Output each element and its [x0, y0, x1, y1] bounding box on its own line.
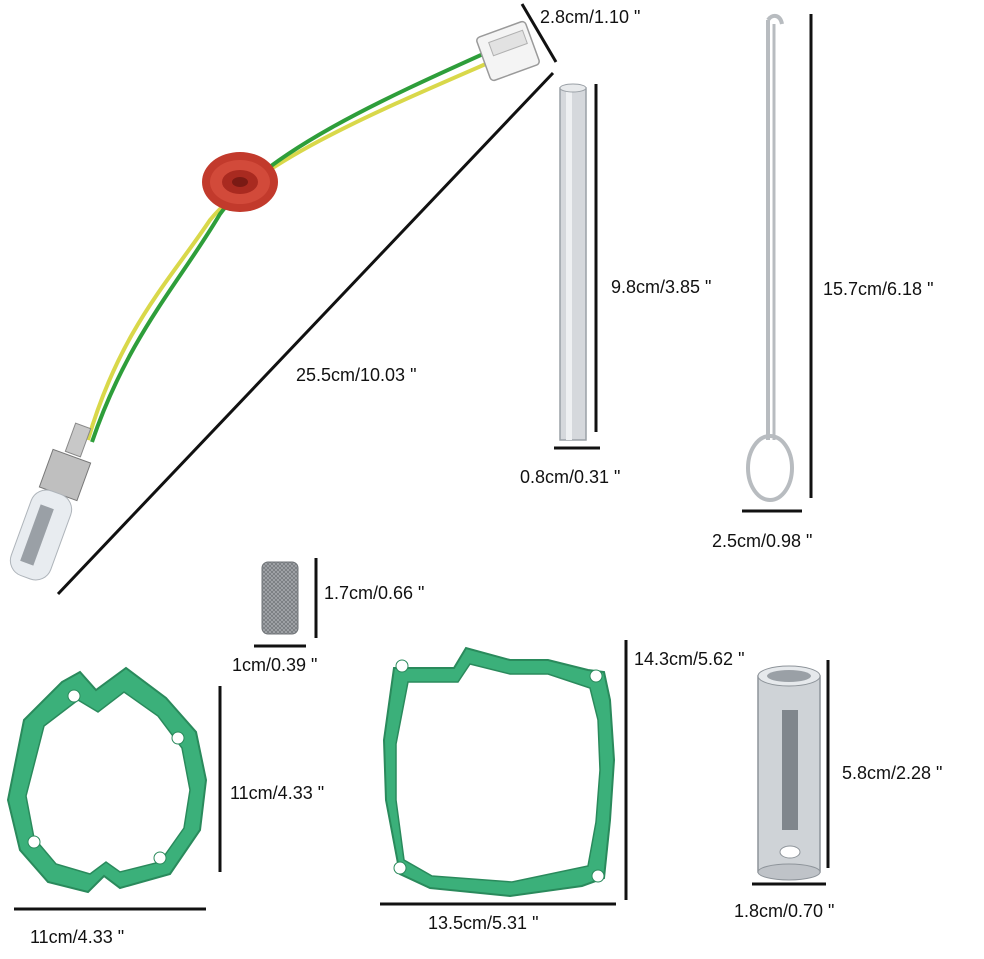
plug-length-label: 25.5cm/10.03 " [296, 365, 417, 385]
glow-plug-body [9, 422, 92, 581]
large-gasket-width-label: 13.5cm/5.31 " [428, 913, 539, 933]
rubber-grommet [202, 152, 278, 212]
small-gasket-height-label: 11cm/4.33 " [230, 783, 325, 803]
rod-diameter-label: 0.8cm/0.31 " [520, 467, 621, 487]
rod-length-label: 9.8cm/3.85 " [611, 277, 712, 297]
socket-tube [757, 665, 821, 881]
hook-length-label: 15.7cm/6.18 " [823, 279, 934, 299]
tube-diameter-label: 1.8cm/0.70 " [734, 901, 835, 921]
tube-length-label: 5.8cm/2.28 " [842, 763, 943, 783]
connector-width-line [520, 3, 558, 63]
mesh-screen [261, 561, 299, 635]
wire-connector [476, 20, 540, 82]
large-gasket [382, 646, 616, 898]
hook-loop-width-label: 2.5cm/0.98 " [712, 531, 813, 551]
screen-height-label: 1.7cm/0.66 " [324, 583, 425, 603]
small-gasket [6, 666, 208, 894]
screen-diameter-label: 1cm/0.39 " [232, 655, 318, 675]
plug-length-line [56, 71, 555, 596]
removal-tool-rod [559, 83, 587, 441]
small-gasket-width-label: 11cm/4.33 " [30, 927, 125, 947]
large-gasket-height-label: 14.3cm/5.62 " [634, 649, 745, 669]
connector-width-label: 2.8cm/1.10 " [540, 7, 641, 27]
hook-tool [746, 13, 794, 502]
glow-plug-with-wire [9, 20, 540, 581]
